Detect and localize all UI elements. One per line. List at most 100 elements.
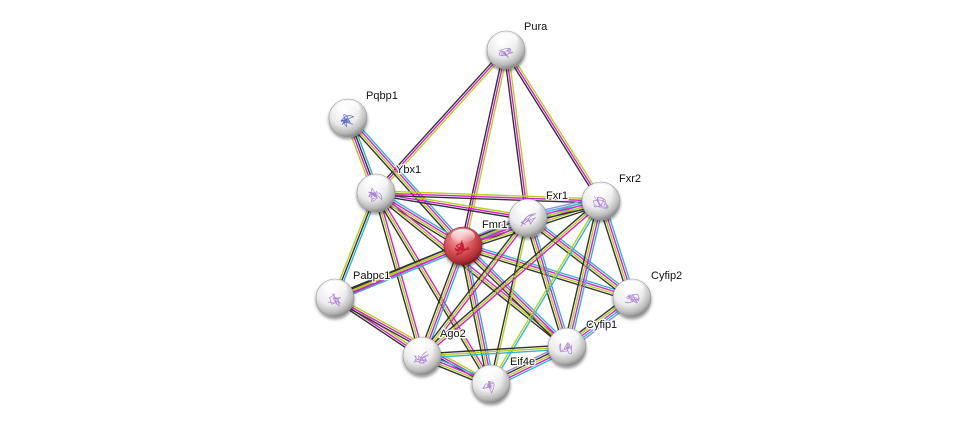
edge-strand-textmining <box>376 190 602 200</box>
edge-ybx1-fxr1[interactable] <box>375 190 529 221</box>
node-label: Fmr1 <box>482 219 508 231</box>
node-label: Pqbp1 <box>366 90 398 102</box>
node-ago2[interactable]: Ago2 <box>402 327 467 376</box>
edge-strand-database <box>529 214 635 297</box>
sphere-highlight <box>516 201 540 215</box>
edge-strand-textmining <box>421 217 529 357</box>
edge-strand-experiment <box>422 246 465 357</box>
edge-strand-experiment <box>567 201 603 348</box>
edge-strand-coexpression <box>374 194 567 350</box>
node-label: Ybx1 <box>396 164 421 176</box>
edge-pura-fxr1[interactable] <box>503 49 531 219</box>
edge-strand-experiment <box>505 49 529 219</box>
edge-strand-textmining <box>421 200 602 357</box>
edge-strand-database <box>422 348 568 359</box>
node-fxr2[interactable]: Fxr2 <box>581 172 642 221</box>
edge-strand-experiment <box>505 49 602 202</box>
edge-strand-database <box>463 242 634 296</box>
sphere-highlight <box>323 281 347 295</box>
protein-structure-icon <box>413 351 429 364</box>
node-pqbp1[interactable]: Pqbp1 <box>328 89 399 138</box>
edge-strand-database <box>464 243 570 346</box>
edge-cyfip1-ago2[interactable] <box>421 344 568 359</box>
edge-strand-coexpression <box>460 49 505 246</box>
edge-strand-database <box>530 216 571 347</box>
edge-strand-database <box>569 201 605 348</box>
edge-strand-coexpression <box>503 50 527 219</box>
edge-fxr1-pabpc1[interactable] <box>333 215 530 301</box>
edge-strand-textmining <box>507 49 531 218</box>
edge-strand-experiment <box>463 245 493 384</box>
edge-strand-textmining <box>491 218 530 385</box>
protein-structure-icon <box>520 213 536 227</box>
edge-strand-textmining <box>461 246 491 385</box>
edge-strand-experiment <box>462 49 507 247</box>
edge-strand-experiment <box>528 216 634 298</box>
edge-fxr2-ago2[interactable] <box>420 198 603 359</box>
node-label: Fxr1 <box>546 190 568 202</box>
edge-strand-experiment <box>375 192 529 219</box>
edge-strand-database <box>349 115 466 245</box>
edge-fxr2-cyfip1[interactable] <box>563 200 605 348</box>
edge-fmr1-eif4e[interactable] <box>459 245 495 385</box>
node-label: Cyfip2 <box>651 270 682 282</box>
edge-strand-textmining <box>375 192 492 385</box>
edge-strand-coexpression <box>419 216 527 356</box>
edge-strand-experiment <box>528 217 569 347</box>
edge-strand-coexpression <box>489 217 528 384</box>
edge-fxr1-ago2[interactable] <box>419 216 531 358</box>
sphere-highlight <box>494 33 518 47</box>
node-ybx1[interactable]: Ybx1 <box>356 163 422 213</box>
edge-pura-fxr2[interactable] <box>503 48 604 203</box>
sphere-highlight <box>410 339 434 353</box>
node-cyfip1[interactable]: Cyfip1 <box>547 318 618 367</box>
node-pabpc1[interactable]: Pabpc1 <box>315 269 392 318</box>
edge-strand-coexpression <box>375 194 528 221</box>
node-label: Cyfip1 <box>586 319 617 331</box>
node-label: Pura <box>524 21 548 33</box>
edge-fmr1-cyfip1[interactable] <box>460 243 570 350</box>
node-cyfip2[interactable]: Cyfip2 <box>612 269 683 318</box>
protein-structure-icon <box>482 380 495 394</box>
edge-strand-experiment <box>422 202 603 359</box>
protein-structure-icon <box>624 293 640 304</box>
sphere-highlight <box>620 281 644 295</box>
edge-strand-experiment <box>423 218 531 358</box>
edge-strand-textmining <box>565 200 601 347</box>
edge-strand-coexpression <box>524 218 565 349</box>
sphere-highlight <box>336 101 360 115</box>
edge-strand-coexpression <box>503 50 600 203</box>
node-label: Ago2 <box>440 328 466 340</box>
edge-pura-fmr1[interactable] <box>460 49 509 247</box>
node-pura[interactable]: Pura <box>486 20 549 70</box>
edge-fxr1-cyfip2[interactable] <box>525 214 635 302</box>
edge-strand-textmining <box>507 48 604 201</box>
edge-strand-coexpression <box>563 200 599 347</box>
edge-strand-textmining <box>526 218 567 348</box>
edge-strand-coexpression <box>525 219 631 302</box>
edge-strand-textmining <box>464 50 509 247</box>
edge-strand-database <box>465 245 495 384</box>
edge-fxr1-eif4e[interactable] <box>489 217 530 385</box>
sphere-highlight <box>555 330 579 344</box>
edge-strand-textmining <box>376 190 529 217</box>
edge-strand-experiment <box>375 192 602 202</box>
protein-structure-icon <box>559 341 573 355</box>
edge-strand-experiment <box>348 116 465 246</box>
edge-fxr1-cyfip1[interactable] <box>524 216 571 349</box>
edge-strand-experiment <box>335 219 530 301</box>
protein-structure-icon <box>327 293 342 308</box>
edge-pqbp1-fmr1[interactable] <box>345 115 466 249</box>
node-label: Fxr2 <box>619 173 641 185</box>
sphere-highlight <box>479 367 503 381</box>
edge-strand-coexpression <box>375 194 601 204</box>
edge-strand-coexpression <box>333 215 528 297</box>
node-fxr1[interactable]: Fxr1 <box>508 189 569 238</box>
edge-strand-textmining <box>420 245 463 356</box>
edge-ybx1-fxr2[interactable] <box>375 190 602 204</box>
node-fmr1[interactable]: Fmr1 <box>443 218 509 266</box>
node-eif4e[interactable]: Eif4e <box>471 355 536 404</box>
node-label: Pabpc1 <box>353 270 390 282</box>
